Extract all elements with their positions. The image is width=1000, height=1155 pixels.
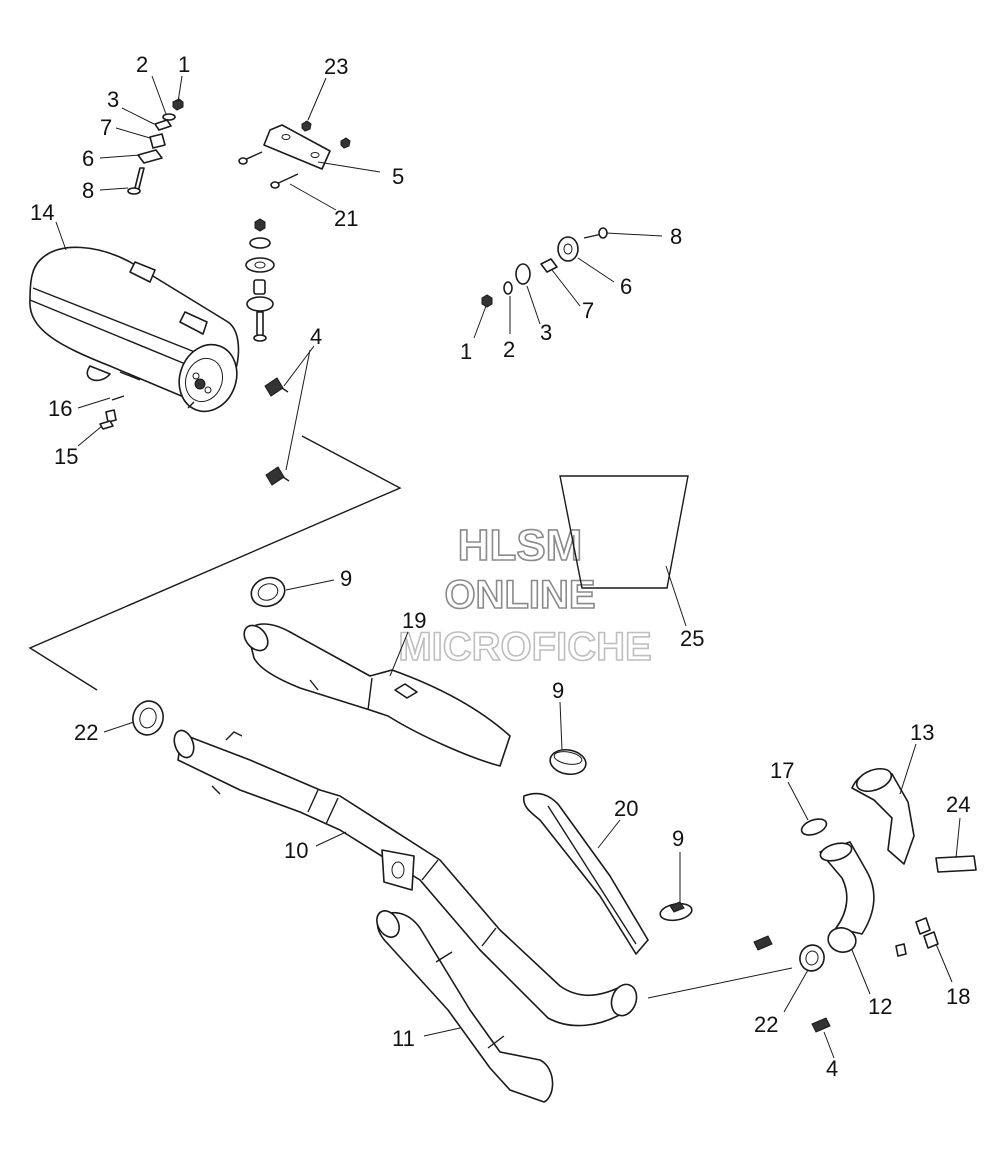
gasket-22-right bbox=[799, 944, 825, 972]
clamp-lower bbox=[659, 901, 693, 922]
callout-25: 25 bbox=[680, 626, 704, 651]
clamp-upper bbox=[250, 576, 286, 608]
callout-6-right: 6 bbox=[620, 274, 632, 299]
clamp-middle bbox=[549, 748, 587, 776]
muffler-bolt-and-clip bbox=[99, 395, 125, 430]
assembly-outline bbox=[28, 435, 402, 691]
springs-upper bbox=[264, 377, 290, 486]
callout-14: 14 bbox=[30, 200, 54, 225]
springs-lower bbox=[753, 935, 831, 1033]
callout-7-right: 7 bbox=[582, 298, 594, 323]
tailpipe-outlet-13 bbox=[851, 767, 915, 865]
callout-4-upper: 4 bbox=[310, 324, 322, 349]
callout-8-right: 8 bbox=[670, 224, 682, 249]
callout-13: 13 bbox=[910, 720, 934, 745]
callout-9-lower: 9 bbox=[672, 826, 684, 851]
callout-3: 3 bbox=[107, 87, 119, 112]
watermark-line-3: MICROFICHE bbox=[398, 625, 651, 669]
callout-20: 20 bbox=[614, 796, 638, 821]
callout-6: 6 bbox=[82, 146, 94, 171]
callout-15: 15 bbox=[54, 444, 78, 469]
callout-19: 19 bbox=[402, 608, 426, 633]
callout-1-right: 1 bbox=[460, 339, 472, 364]
watermark-line-2: ONLINE bbox=[444, 573, 595, 617]
callout-7: 7 bbox=[100, 115, 112, 140]
pipe-19 bbox=[243, 623, 511, 767]
band-24 bbox=[935, 855, 977, 873]
callout-5: 5 bbox=[392, 164, 404, 189]
callout-21: 21 bbox=[334, 206, 358, 231]
muffler bbox=[29, 246, 240, 413]
callout-12: 12 bbox=[868, 994, 892, 1019]
callout-3-right: 3 bbox=[540, 320, 552, 345]
callout-16: 16 bbox=[48, 396, 72, 421]
callout-22-right: 22 bbox=[754, 1012, 778, 1037]
watermark: HLSM ONLINE MICROFICHE bbox=[398, 520, 653, 670]
callout-24: 24 bbox=[946, 792, 970, 817]
callout-23: 23 bbox=[324, 54, 348, 79]
bracket-assembly bbox=[238, 120, 351, 189]
callout-4-lower: 4 bbox=[826, 1056, 838, 1081]
grommet-stack bbox=[245, 218, 275, 342]
pipe-11 bbox=[376, 910, 554, 1103]
callout-10: 10 bbox=[284, 838, 308, 863]
watermark-line-1: HLSM bbox=[458, 521, 583, 570]
callout-numbers: 1 2 3 7 6 8 23 5 21 14 8 6 7 1 2 3 4 16 … bbox=[30, 52, 970, 1081]
callout-11: 11 bbox=[392, 1026, 415, 1051]
callout-9-middle: 9 bbox=[552, 678, 564, 703]
callout-2-right: 2 bbox=[503, 337, 515, 362]
elbow-12 bbox=[800, 818, 875, 953]
muffler-mount-hardware-upper bbox=[127, 98, 184, 195]
callout-8: 8 bbox=[82, 178, 94, 203]
callout-2: 2 bbox=[136, 52, 148, 77]
callout-22-left: 22 bbox=[74, 720, 98, 745]
callout-18: 18 bbox=[946, 984, 970, 1009]
heat-shield-outline bbox=[559, 475, 689, 589]
callout-1: 1 bbox=[178, 52, 190, 77]
muffler-mount-hardware-right bbox=[481, 227, 608, 308]
heat-shield-20 bbox=[522, 792, 649, 955]
fittings-18 bbox=[895, 917, 939, 957]
pipe-10 bbox=[173, 729, 638, 1027]
callout-17: 17 bbox=[770, 758, 794, 783]
callout-9-upper: 9 bbox=[340, 566, 352, 591]
leader-lines bbox=[55, 75, 961, 1059]
gasket-22-left bbox=[132, 700, 164, 736]
